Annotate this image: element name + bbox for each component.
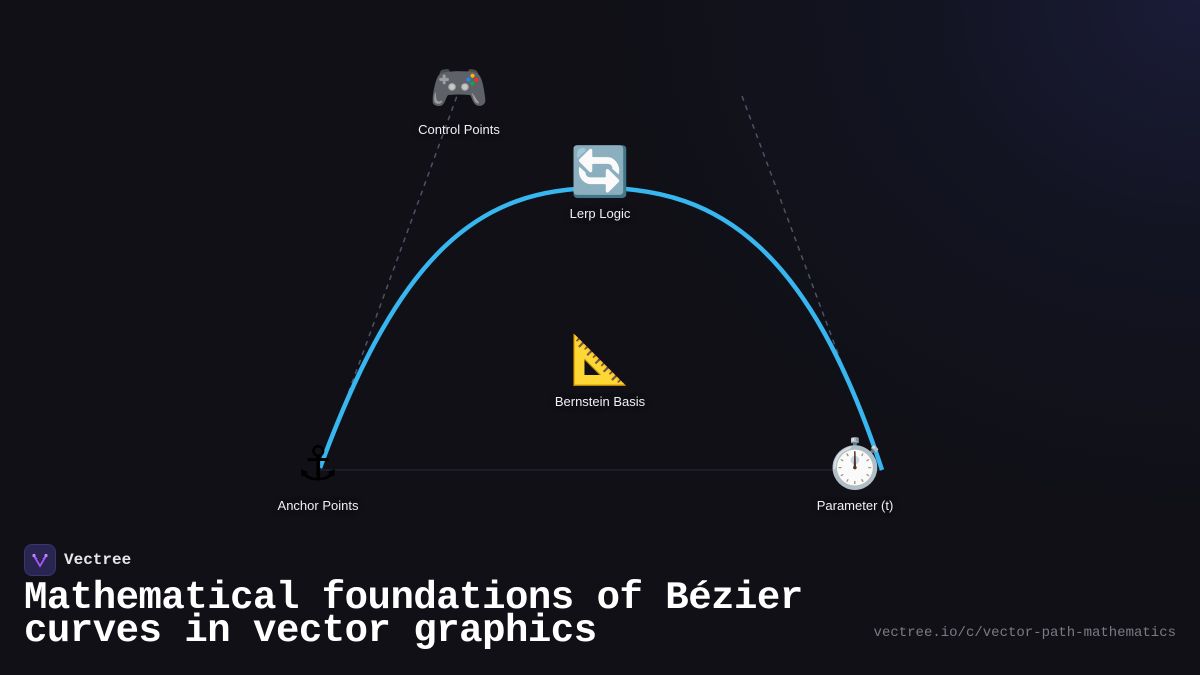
title-line-1: Mathematical foundations of Bézier (24, 576, 803, 620)
node-label: Lerp Logic (569, 206, 631, 221)
node-parameter-t: ⏱️ Parameter (t) (817, 436, 894, 513)
control-handle-right (741, 95, 857, 403)
page-title: Mathematical foundations of Bézier curve… (24, 579, 803, 651)
brand-logo (24, 544, 56, 576)
source-url: vectree.io/c/vector-path-mathematics (873, 625, 1176, 641)
vector-fork-icon (32, 553, 48, 568)
node-label: Control Points (418, 122, 500, 137)
repeat-arrows-icon: 🔄 (570, 144, 630, 200)
node-label: Bernstein Basis (554, 394, 646, 409)
anchor-icon: ⚓ (296, 436, 340, 492)
control-handle-left (344, 95, 458, 403)
node-anchor-points: ⚓ Anchor Points (278, 436, 359, 513)
stopwatch-icon: ⏱️ (825, 436, 885, 492)
triangular-ruler-icon: 📐 (570, 332, 630, 388)
node-control-points: 🎮 Control Points (418, 60, 500, 137)
brand-name: Vectree (64, 551, 132, 569)
title-line-2: curves in vector graphics (24, 609, 597, 653)
game-controller-icon: 🎮 (429, 60, 489, 116)
brand: Vectree (24, 544, 131, 576)
node-label: Anchor Points (277, 498, 359, 513)
bezier-curve (317, 185, 885, 471)
node-lerp-logic: 🔄 Lerp Logic (570, 144, 631, 221)
node-label: Parameter (t) (816, 498, 894, 513)
node-bernstein-basis: 📐 Bernstein Basis (555, 332, 645, 409)
